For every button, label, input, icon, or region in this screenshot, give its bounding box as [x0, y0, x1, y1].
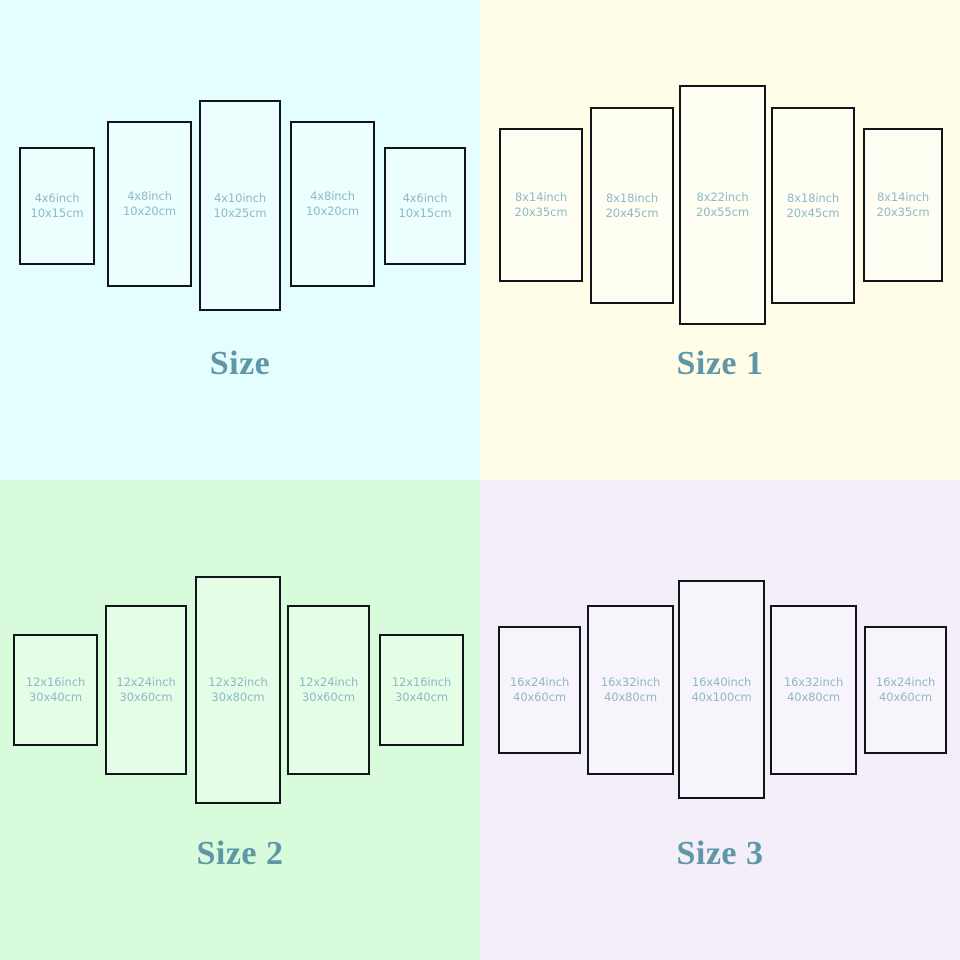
panel-size-inch: 16x24inch	[875, 675, 936, 689]
panel-size-inch: 8x22inch	[696, 190, 749, 204]
panel-size-cm: 20x35cm	[876, 205, 930, 219]
panel-size-inch: 8x14inch	[876, 190, 930, 204]
panel-size-cm: 40x60cm	[513, 690, 566, 704]
panel-size-cm: 10x15cm	[398, 206, 452, 220]
panel-size-cm: 20x45cm	[786, 205, 840, 220]
panel-size-inch: 4x10inch	[213, 190, 267, 205]
panel-size-inch: 8x18inch	[605, 190, 659, 205]
panel-size-cm: 10x15cm	[30, 206, 84, 220]
panel-size-cm: 30x40cm	[395, 690, 448, 704]
panel-size-cm: 30x40cm	[29, 690, 82, 704]
panel-size-inch: 16x40inch	[691, 674, 752, 689]
panel-size-cm: 30x80cm	[211, 690, 265, 704]
panel-size-inch: 16x32inch	[783, 675, 844, 689]
panel-size-inch: 16x24inch	[509, 675, 570, 689]
panel-size-cm: 10x20cm	[306, 204, 359, 218]
panel-size-inch: 12x16inch	[391, 675, 452, 689]
quadrant-title-size-2: Size 2	[196, 835, 284, 872]
panel-size-inch: 12x32inch	[208, 675, 268, 689]
panel-size-inch: 12x16inch	[25, 675, 86, 689]
panel-size-cm: 30x60cm	[119, 690, 173, 704]
panel-size-cm: 20x45cm	[605, 205, 659, 220]
panel-size-cm: 20x35cm	[514, 205, 568, 219]
panel-size-inch: 8x14inch	[514, 190, 568, 204]
panel-size-inch: 4x8inch	[310, 189, 355, 203]
panel-size-inch: 4x8inch	[127, 189, 172, 203]
panel-size-inch: 4x6inch	[34, 191, 80, 205]
panel-size-inch: 4x6inch	[402, 191, 448, 205]
panel-size-cm: 40x80cm	[787, 690, 840, 704]
panel-size-cm: 40x80cm	[604, 690, 657, 704]
panel-size-inch: 12x24inch	[116, 675, 176, 689]
quadrant-title-size: Size	[209, 345, 271, 382]
panel-size-cm: 10x20cm	[123, 204, 176, 218]
panel-size-cm: 30x60cm	[302, 690, 355, 704]
quadrant-title-size-3: Size 3	[676, 835, 764, 872]
panel-size-cm: 40x100cm	[691, 689, 752, 704]
quadrant-title-size-1: Size 1	[676, 345, 764, 382]
panel-size-inch: 16x32inch	[600, 675, 661, 689]
panel-size-inch: 12x24inch	[298, 675, 359, 689]
panel-size-cm: 20x55cm	[696, 205, 749, 219]
panel-size-inch: 8x18inch	[786, 190, 840, 205]
panel-size-cm: 10x25cm	[213, 205, 267, 220]
panel-size-cm: 40x60cm	[879, 690, 932, 704]
